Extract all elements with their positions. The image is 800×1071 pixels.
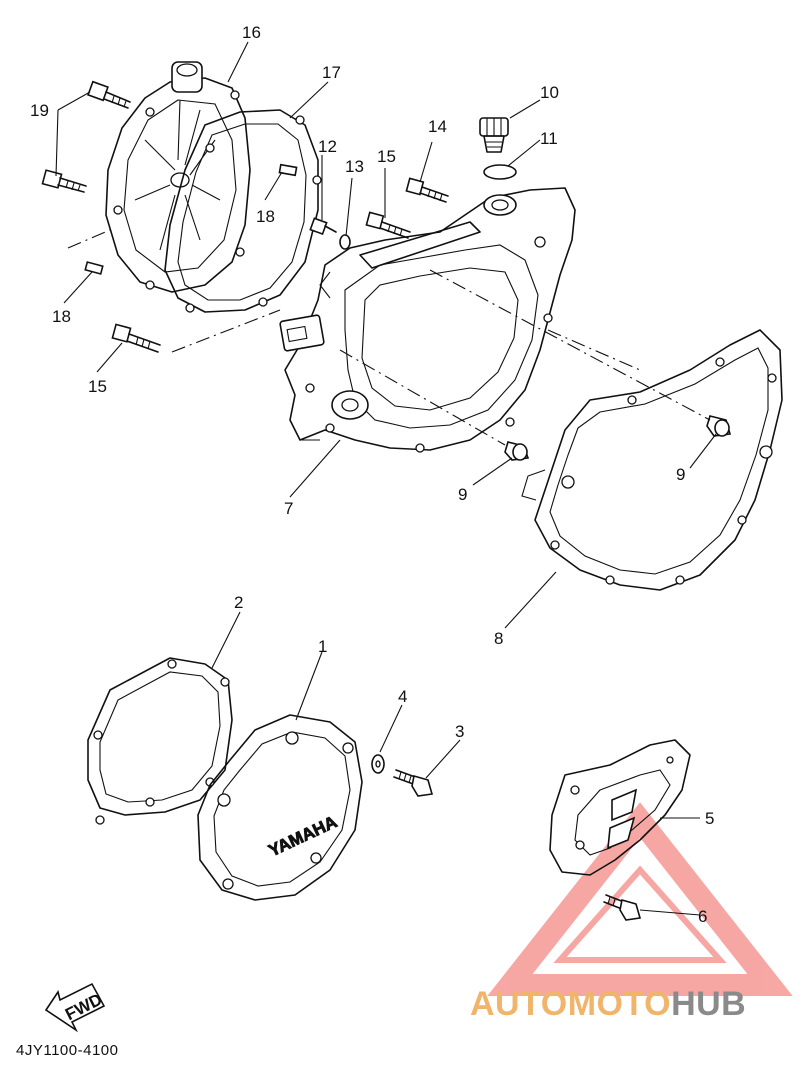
callout-18-upper: 18: [256, 207, 275, 226]
part-15-bolt-lower: [111, 323, 161, 353]
part-5-sprocket-guard: [549, 739, 691, 876]
part-13-washer: [339, 234, 351, 250]
watermark-text-part1: AUTOMOTO: [470, 985, 672, 1023]
part-14-bolt: [405, 177, 449, 203]
callout-6: 6: [698, 907, 707, 926]
part-6-bolt: [603, 894, 642, 921]
part-8-crankcase-gasket: [521, 329, 783, 591]
alignment-lines: [67, 229, 711, 446]
callout-15-upper: 15: [377, 147, 396, 166]
callout-5: 5: [705, 809, 714, 828]
callout-11: 11: [540, 129, 558, 148]
part-10-oil-filler-plug: [479, 117, 509, 153]
callout-3: 3: [455, 722, 464, 741]
part-1-yamaha-cover: YAMAHA: [197, 714, 363, 901]
callout-7: 7: [284, 499, 293, 518]
watermark-text: AUTOMOTOHUB: [470, 985, 800, 1025]
part-9-dowel-pin-right: [706, 415, 732, 437]
callout-1: 1: [318, 637, 327, 656]
leader-lines: [55, 41, 717, 916]
part-12-bolt: [309, 217, 337, 236]
callout-9-right: 9: [676, 465, 685, 484]
callout-labels: 16 17 19 10 11 14 12 13 15 18 18 15 9 9 …: [30, 23, 714, 926]
callout-2: 2: [234, 593, 243, 612]
callout-14: 14: [428, 117, 447, 136]
callout-13: 13: [345, 157, 364, 176]
callout-4: 4: [398, 687, 407, 706]
part-16-clutch-cover: [105, 61, 251, 293]
watermark-text-part2: HUB: [671, 985, 747, 1023]
callout-8: 8: [494, 629, 503, 648]
part-15-bolt-upper: [365, 211, 411, 239]
part-3-bolt: [393, 769, 434, 797]
part-2-gasket: [87, 657, 233, 825]
part-7-crankcase-cover: [279, 187, 576, 453]
part-4-washer: [371, 754, 385, 774]
callout-12: 12: [318, 137, 337, 156]
watermark-logo-triangle: [487, 802, 793, 996]
callout-15-lower: 15: [88, 377, 107, 396]
part-18-dowel-pins: [84, 163, 298, 275]
callout-18-lower: 18: [52, 307, 71, 326]
diagram-code: 4JY1100-4100: [16, 1042, 119, 1059]
callout-9-center: 9: [458, 485, 467, 504]
part-9-dowel-pin-center: [504, 441, 530, 461]
part-11-o-ring: [483, 164, 517, 180]
part-17-gasket: [164, 109, 322, 313]
callout-10: 10: [540, 83, 559, 102]
cover-brand-text: YAMAHA: [266, 812, 340, 860]
fwd-arrow-indicator: FWD: [44, 982, 105, 1033]
part-19-bolts: [41, 80, 131, 193]
callout-19: 19: [30, 101, 49, 120]
callout-16: 16: [242, 23, 261, 42]
callout-17: 17: [322, 63, 341, 82]
